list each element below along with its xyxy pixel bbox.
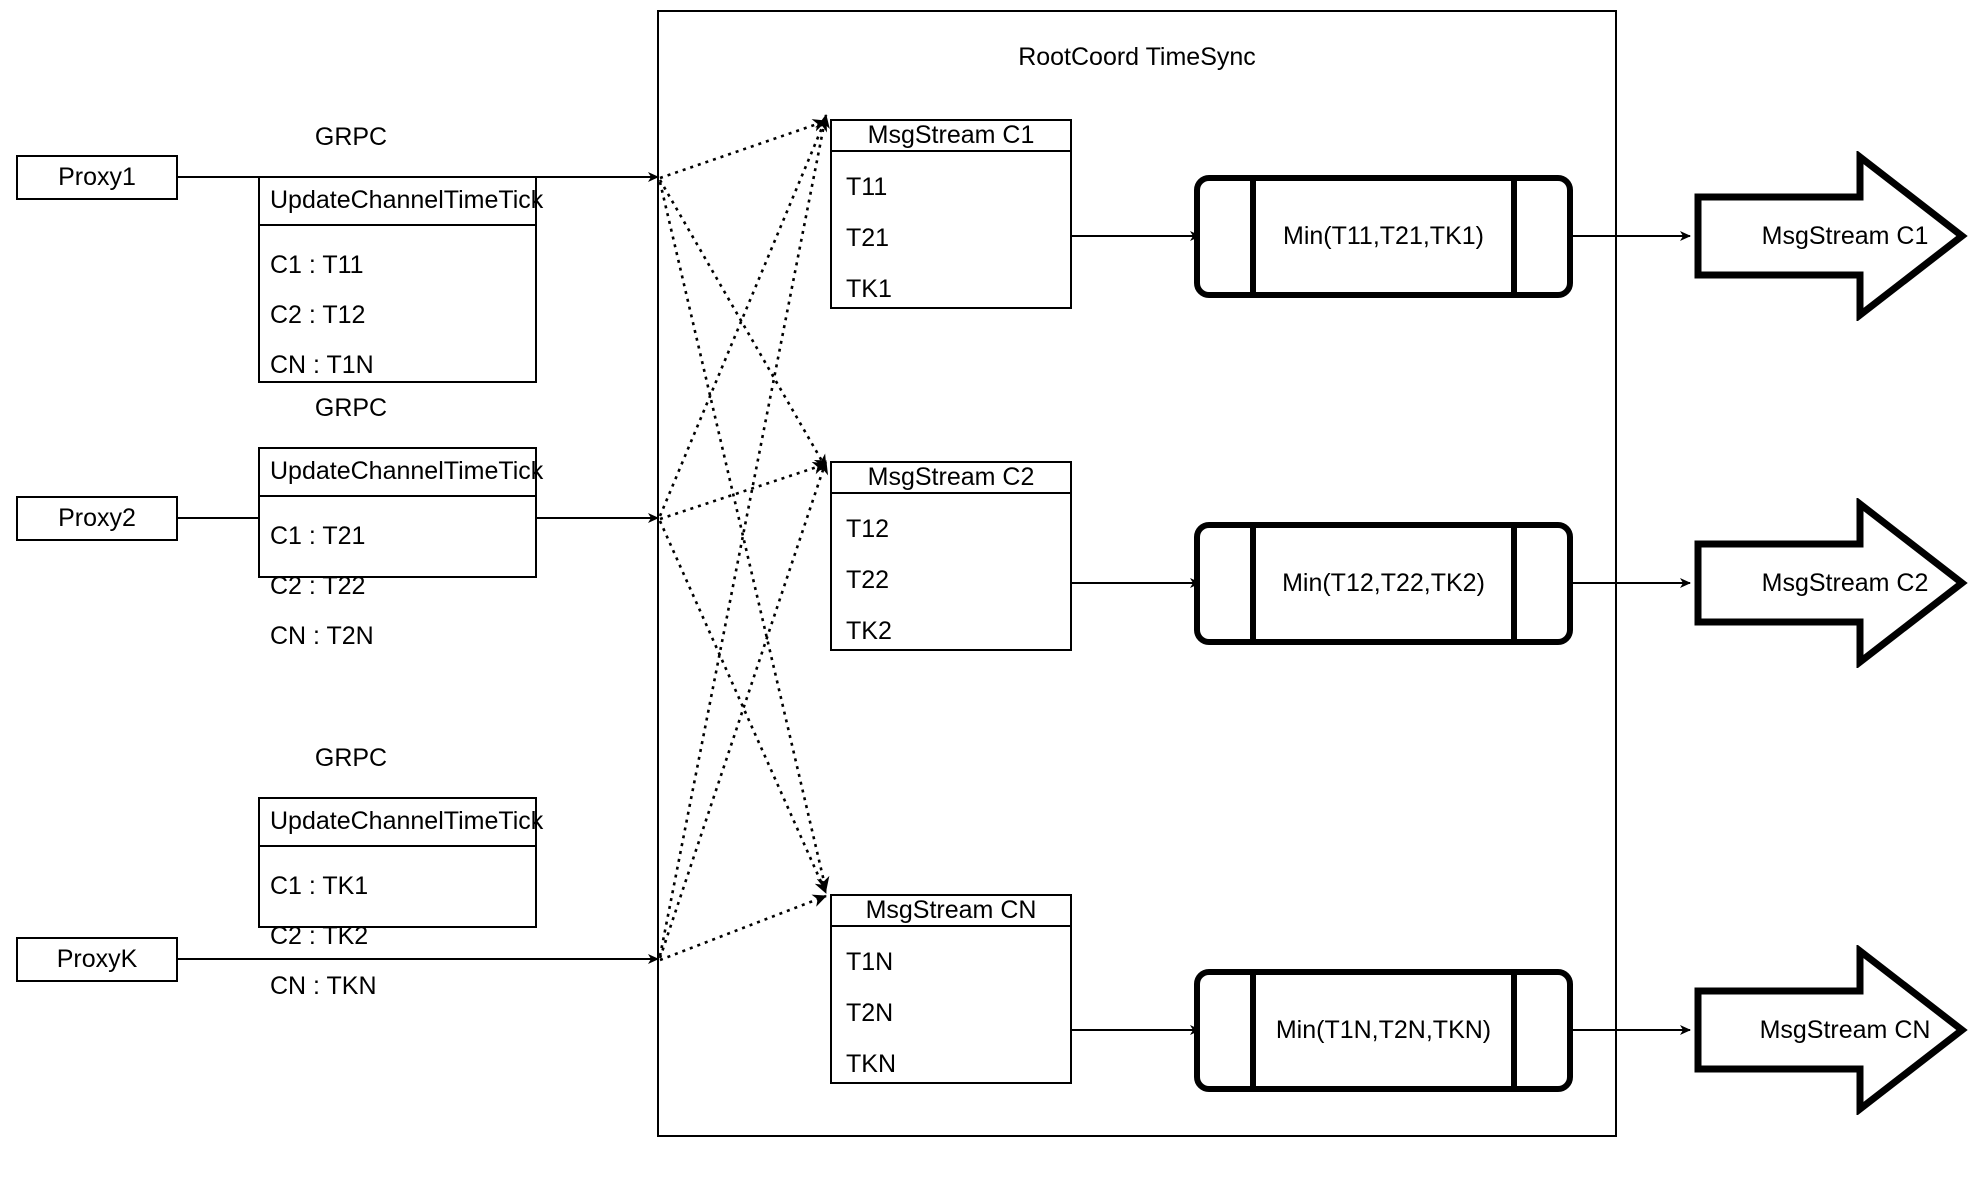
msgstream-title-3: MsgStream CN bbox=[832, 896, 1070, 927]
msgstream-rows-2: T12 T22 TK2 bbox=[832, 494, 1070, 657]
grpc-label-1: GRPC bbox=[314, 123, 388, 151]
rootcoord-timesync-container bbox=[657, 10, 1617, 1137]
uct-title-1: UpdateChannelTimeTick bbox=[260, 178, 543, 226]
grpc-label-2: GRPC bbox=[314, 394, 388, 422]
uct-rows-2: C1 : T21 C2 : T22 CN : T2N bbox=[260, 497, 535, 661]
uct-row: CN : T2N bbox=[270, 621, 374, 650]
update-channel-time-tick-box-3: UpdateChannelTimeTick C1 : TK1 C2 : TK2 … bbox=[258, 797, 543, 1000]
uct-rows-1: C1 : T11 C2 : T12 CN : T1N bbox=[260, 226, 535, 390]
uct-row: C2 : T22 bbox=[270, 571, 366, 600]
uct-rows-3: C1 : TK1 C2 : TK2 CN : TKN bbox=[260, 847, 535, 1011]
min-process-1: Min(T11,T21,TK1) bbox=[1194, 175, 1573, 298]
grpc-label-3: GRPC bbox=[314, 744, 388, 772]
min-process-3: Min(T1N,T2N,TKN) bbox=[1194, 969, 1573, 1092]
proxy-label: ProxyK bbox=[56, 945, 138, 973]
msgstream-row: T12 bbox=[846, 515, 890, 543]
uct-row: C1 : T21 bbox=[270, 521, 366, 550]
uct-title-2: UpdateChannelTimeTick bbox=[260, 449, 543, 497]
proxy-label: Proxy2 bbox=[58, 504, 136, 532]
proxy-box-2[interactable]: Proxy2 bbox=[16, 496, 178, 541]
output-block-arrow-1: MsgStream C1 bbox=[1694, 151, 1969, 321]
msgstream-title-2: MsgStream C2 bbox=[832, 463, 1070, 494]
output-block-arrow-3: MsgStream CN bbox=[1694, 945, 1969, 1115]
msgstream-row: TK1 bbox=[846, 275, 892, 303]
msgstream-row: T22 bbox=[846, 566, 890, 594]
uct-row: C1 : TK1 bbox=[270, 871, 369, 900]
uct-title-3: UpdateChannelTimeTick bbox=[260, 799, 543, 847]
msgstream-rows-1: T11 T21 TK1 bbox=[832, 152, 1070, 315]
rootcoord-timesync-title: RootCoord TimeSync bbox=[1018, 43, 1256, 71]
update-channel-time-tick-box-1: UpdateChannelTimeTick C1 : T11 C2 : T12 … bbox=[258, 176, 543, 383]
update-channel-time-tick-box-2: UpdateChannelTimeTick C1 : T21 C2 : T22 … bbox=[258, 447, 543, 650]
msgstream-row: TKN bbox=[846, 1050, 896, 1078]
msgstream-title-1: MsgStream C1 bbox=[832, 121, 1070, 152]
msgstream-row: T21 bbox=[846, 224, 890, 252]
uct-row: CN : T1N bbox=[270, 350, 374, 379]
output-block-arrow-2: MsgStream C2 bbox=[1694, 498, 1969, 668]
proxy-label: Proxy1 bbox=[58, 163, 136, 191]
msgstream-box-3: MsgStream CN T1N T2N TKN bbox=[830, 894, 1072, 1084]
min-process-2: Min(T12,T22,TK2) bbox=[1194, 522, 1573, 645]
msgstream-row: TK2 bbox=[846, 617, 892, 645]
msgstream-row: T1N bbox=[846, 948, 894, 976]
msgstream-row: T2N bbox=[846, 999, 894, 1027]
msgstream-row: T11 bbox=[846, 173, 888, 201]
msgstream-box-1: MsgStream C1 T11 T21 TK1 bbox=[830, 119, 1072, 309]
proxy-box-1[interactable]: Proxy1 bbox=[16, 155, 178, 200]
uct-row: C2 : TK2 bbox=[270, 921, 369, 950]
uct-row: CN : TKN bbox=[270, 971, 377, 1000]
uct-row: C1 : T11 bbox=[270, 250, 364, 279]
proxy-box-3[interactable]: ProxyK bbox=[16, 937, 178, 982]
uct-row: C2 : T12 bbox=[270, 300, 366, 329]
msgstream-box-2: MsgStream C2 T12 T22 TK2 bbox=[830, 461, 1072, 651]
msgstream-rows-3: T1N T2N TKN bbox=[832, 927, 1070, 1090]
